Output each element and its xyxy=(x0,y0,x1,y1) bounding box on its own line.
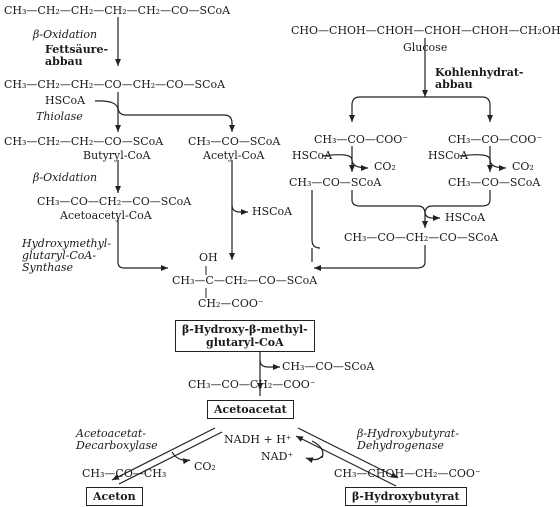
fatty-acid-degradation-label: Fettsäure- abbau xyxy=(45,43,109,68)
hmg-coa-bottom-formula: CH₂—COO⁻ xyxy=(198,297,264,310)
dehydrogenase-label: β-Hydroxybutyrat- Dehydrogenase xyxy=(357,427,459,452)
hmg-oh-label: OH xyxy=(199,251,218,264)
arrow-co2-bottom xyxy=(171,451,191,465)
hmg-coa-formula: CH₃—C—CH₂—CO—SCoA xyxy=(172,274,318,287)
acetyl-coa-left-formula: CH₃—CO—SCoA xyxy=(188,135,281,148)
beta-oxidation-2-label: β-Oxidation xyxy=(33,171,98,184)
acetyl-coa-out-formula: CH₃—CO—SCoA xyxy=(282,360,375,373)
butyryl-coa-name: Butyryl-CoA xyxy=(83,149,151,162)
co2-bottom-label: CO₂ xyxy=(194,460,216,473)
thiolase-label: Thiolase xyxy=(36,110,83,123)
arrow-acetoacetyl-r-to-hmg xyxy=(314,245,426,271)
co2-left-label: CO₂ xyxy=(374,160,396,173)
acetoacetate-box: Acetoacetat xyxy=(207,400,294,419)
glucose-formula: CHO—CHOH—CHOH—CHOH—CHOH—CH₂OH xyxy=(291,24,560,37)
arrow-nad xyxy=(305,455,323,464)
acetone-formula: CH₃—CO—CH₃ xyxy=(82,467,167,480)
hscoa-mid-label: HSCoA xyxy=(252,205,293,218)
pyruvate-right-formula: CH₃—CO—COO⁻ xyxy=(448,133,543,146)
hscoa-pr-label: HSCoA xyxy=(428,149,469,162)
glucose-name: Glucose xyxy=(403,41,448,54)
acetoacetate-formula: CH₃—CO—CH₂—COO⁻ xyxy=(188,378,316,391)
acetyl-coa-right-formula: CH₃—CO—SCoA xyxy=(448,176,541,189)
arrow-acetyl-out xyxy=(259,359,280,370)
acetyl-coa-middle-formula: CH₃—CO—SCoA xyxy=(289,176,382,189)
acetoacetyl-coa-right-formula: CH₃—CO—CH₂—CO—SCoA xyxy=(344,231,499,244)
arrow-to-acetyl-left xyxy=(117,106,235,132)
decarboxylase-label: Acetoacetat- Decarboxylase xyxy=(76,427,158,452)
line-acetyl-m-down xyxy=(311,190,321,249)
arrow-to-acetone xyxy=(111,427,216,481)
hmg-synthase-label: Hydroxymethyl- glutaryl-CoA- Synthase xyxy=(22,237,112,274)
acetone-box: Aceton xyxy=(86,487,143,506)
butyryl-coa-formula: CH₃—CH₂—CH₂—CO—SCoA xyxy=(4,135,164,148)
hydroxybutyrate-formula: CH₃—CHOH—CH₂—COO⁻ xyxy=(334,467,481,480)
beta-oxidation-1-label: β-Oxidation xyxy=(33,28,98,41)
acetoacetyl-coa-formula: CH₃—CO—CH₂—CO—SCoA xyxy=(37,195,192,208)
arrow-nadh xyxy=(311,440,324,459)
arrow-hscoa-right xyxy=(424,211,440,221)
arrow-to-acetone-2 xyxy=(118,431,223,485)
co2-right-label: CO₂ xyxy=(512,160,534,173)
hscoa-right-label: HSCoA xyxy=(445,211,486,224)
acetyl-coa-left-name: Acetyl-CoA xyxy=(203,149,265,162)
hscoa-pl-label: HSCoA xyxy=(292,149,333,162)
arrow-to-hydroxybutyrate xyxy=(297,427,399,479)
line-acetyl-r-merge xyxy=(424,190,491,215)
fatty-acid-formula: CH₃—CH₂—CH₂—CH₂—CH₂—CO—SCoA xyxy=(4,4,231,17)
arrow-to-pyruvate-right xyxy=(425,96,493,122)
nad-label: NAD⁺ xyxy=(261,450,294,463)
arrow-from-hydroxybutyrate xyxy=(295,435,397,487)
carbohydrate-degradation-label: Kohlenhydrat- abbau xyxy=(435,66,524,91)
arrow-acetyl-m-merge xyxy=(351,190,428,228)
ketoacyl-formula: CH₃—CH₂—CH₂—CO—CH₂—CO—SCoA xyxy=(4,78,226,91)
hydroxybutyrate-box: β-Hydroxybutyrat xyxy=(345,487,467,506)
pyruvate-left-formula: CH₃—CO—COO⁻ xyxy=(314,133,409,146)
arrow-co2-right xyxy=(489,159,507,171)
nadh-label: NADH + H⁺ xyxy=(224,433,292,446)
arrow-hscoa-1 xyxy=(94,100,119,111)
arrow-to-hmg-left xyxy=(117,256,168,271)
arrow-hscoa-mid xyxy=(231,204,248,215)
arrow-co2-left xyxy=(351,159,369,171)
hscoa-1-label: HSCoA xyxy=(45,94,86,107)
arrow-to-pyruvate-left xyxy=(349,96,425,122)
acetoacetyl-coa-name: Acetoacetyl-CoA xyxy=(60,209,152,222)
hmg-coa-box: β-Hydroxy-β-methyl- glutaryl-CoA xyxy=(175,320,315,352)
